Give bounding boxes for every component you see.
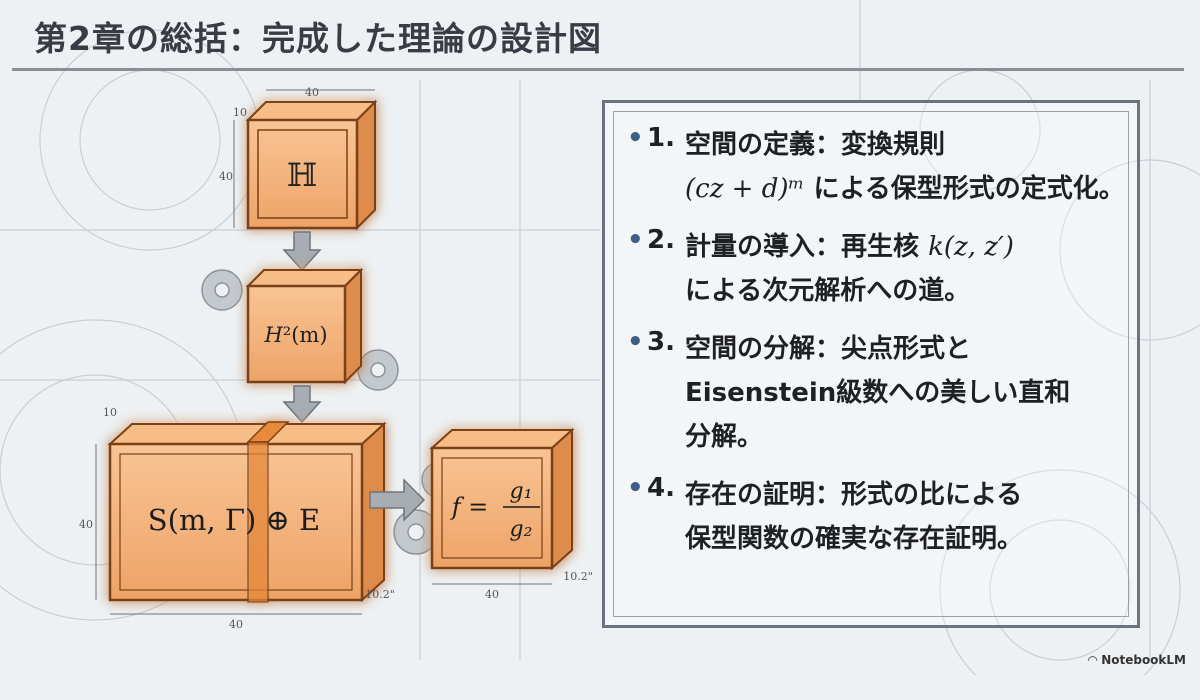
down-arrow-icon <box>282 231 322 272</box>
dim-label: 10.2" <box>365 588 395 601</box>
box2-label: H²(m) <box>263 323 327 347</box>
list-item: • 2. 計量の導入：再生核 k(z, z′) による次元解析への道。 <box>627 225 1127 313</box>
item-number: 4. <box>647 473 675 503</box>
bullet-dot: • <box>627 473 644 503</box>
dim-label: 40 <box>305 86 319 99</box>
item-text: 分解。 <box>685 422 764 452</box>
page-title: 第2章の総括：完成した理論の設計図 <box>34 19 602 58</box>
bullet-dot: • <box>627 123 644 153</box>
box1-label: ℍ <box>287 156 317 194</box>
dim-label: 40 <box>79 518 93 531</box>
brand-icon: ◠ <box>1087 653 1098 667</box>
dim-label: 10.2" <box>563 570 593 583</box>
item-text: Eisenstein級数への美しい直和 <box>685 378 1071 408</box>
item-number: 1. <box>647 123 675 153</box>
box4-label: f = g₁ g₂ <box>450 479 540 542</box>
gear-outline-bg-3 <box>939 469 1181 675</box>
item-text: 空間の分解：尖点形式と <box>685 334 972 364</box>
right-arrow-icon <box>369 478 426 522</box>
item-number: 3. <box>647 327 675 357</box>
item-text: 空間の定義：変換規則 <box>685 130 946 160</box>
item-text: (cz + d)ᵐ による保型形式の定式化。 <box>685 174 1125 204</box>
dim-label: 10 <box>103 406 117 419</box>
box-hardy-space <box>245 267 364 385</box>
bullet-dot: • <box>627 225 644 255</box>
brand-name: NotebookLM <box>1101 653 1186 667</box>
box-cusp-eisenstein <box>107 421 387 603</box>
dim-label: 40 <box>219 170 233 183</box>
list-item: • 1. 空間の定義：変換規則 (cz + d)ᵐ による保型形式の定式化。 <box>627 123 1127 211</box>
dim-label: 40 <box>485 588 499 601</box>
box-ratio-of-forms <box>429 427 575 571</box>
item-text: 保型関数の確実な存在証明。 <box>685 524 1024 554</box>
item-number: 2. <box>647 225 675 255</box>
down-arrow-icon <box>282 385 322 424</box>
blueprint-background <box>0 0 1200 675</box>
svg-text:g₁: g₁ <box>510 479 533 504</box>
summary-panel: • 1. 空間の定義：変換規則 (cz + d)ᵐ による保型形式の定式化。 •… <box>602 100 1140 628</box>
notebooklm-logo: ◠ NotebookLM <box>1088 653 1186 667</box>
item-text: による次元解析への道。 <box>685 276 971 306</box>
dim-label: 10 <box>233 106 247 119</box>
svg-text:g₂: g₂ <box>510 517 533 542</box>
title-divider <box>12 68 1184 71</box>
summary-list: • 1. 空間の定義：変換規則 (cz + d)ᵐ による保型形式の定式化。 •… <box>627 123 1127 581</box>
bullet-dot: • <box>627 327 644 357</box>
item-text: 存在の証明：形式の比による <box>685 480 1023 510</box>
item-text: 計量の導入：再生核 k(z, z′) <box>685 232 1014 262</box>
box-hilbert-space <box>245 99 378 231</box>
svg-text:f =: f = <box>450 493 489 521</box>
dim-label: 40 <box>229 618 243 631</box>
box3-label: S(m, Γ) ⊕ E <box>148 503 320 537</box>
list-item: • 3. 空間の分解：尖点形式と Eisenstein級数への美しい直和 分解。 <box>627 327 1127 459</box>
theory-diagram: ℍ 40 10 40 H²(m) S(m, Γ) ⊕ E 10 40 40 10… <box>79 86 593 631</box>
list-item: • 4. 存在の証明：形式の比による 保型関数の確実な存在証明。 <box>627 473 1127 561</box>
